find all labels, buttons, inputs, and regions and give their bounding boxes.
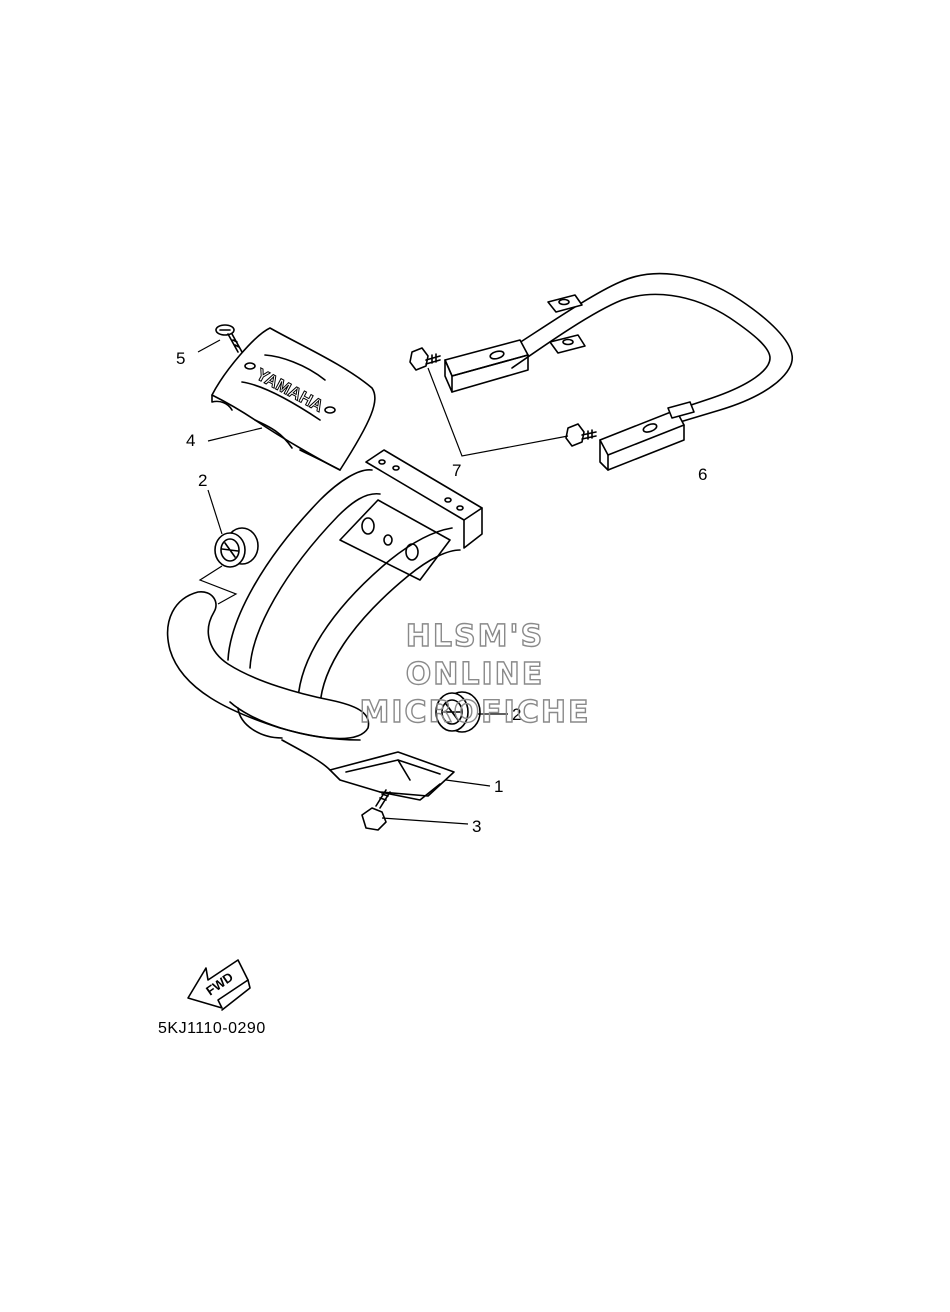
- callout-6: 6: [698, 465, 707, 484]
- grab-bar-bolt-upper: [409, 347, 441, 371]
- grab-bar-bolt-lower: [565, 423, 597, 447]
- callout-7: 7: [452, 461, 461, 480]
- rear-grab-bar: [444, 272, 793, 471]
- leader-7: [427, 367, 569, 457]
- leader-2-upper-break: [198, 565, 238, 605]
- leader-4: [207, 427, 263, 442]
- watermark: HLSM'S ONLINE MICROFICHE: [359, 618, 591, 730]
- cover-screw: [215, 324, 243, 353]
- callout-2-upper: 2: [198, 471, 207, 490]
- diagram-code: 5KJ1110-0290: [158, 1020, 266, 1037]
- handlebar-frame: [166, 449, 483, 771]
- leader-5: [197, 339, 221, 353]
- grommet-upper: [214, 527, 259, 568]
- callout-3: 3: [472, 817, 481, 836]
- handlebar-cover: YAMAHA: [211, 327, 376, 471]
- skid-plate-bolt: [361, 789, 391, 831]
- callout-5: 5: [176, 349, 185, 368]
- callout-2-lower: 2: [512, 705, 521, 724]
- leader-2-upper: [207, 489, 223, 535]
- grommet-lower: [435, 691, 481, 733]
- leader-3: [381, 817, 469, 825]
- watermark-line-3: MICROFICHE: [360, 695, 591, 730]
- fwd-arrow: FWD: [187, 959, 251, 1011]
- callout-1: 1: [494, 777, 503, 796]
- skid-plate: [329, 751, 455, 801]
- callout-4: 4: [186, 431, 195, 450]
- watermark-line-2: ONLINE: [406, 657, 545, 692]
- watermark-line-1: HLSM'S: [406, 619, 544, 654]
- leader-1: [445, 779, 491, 787]
